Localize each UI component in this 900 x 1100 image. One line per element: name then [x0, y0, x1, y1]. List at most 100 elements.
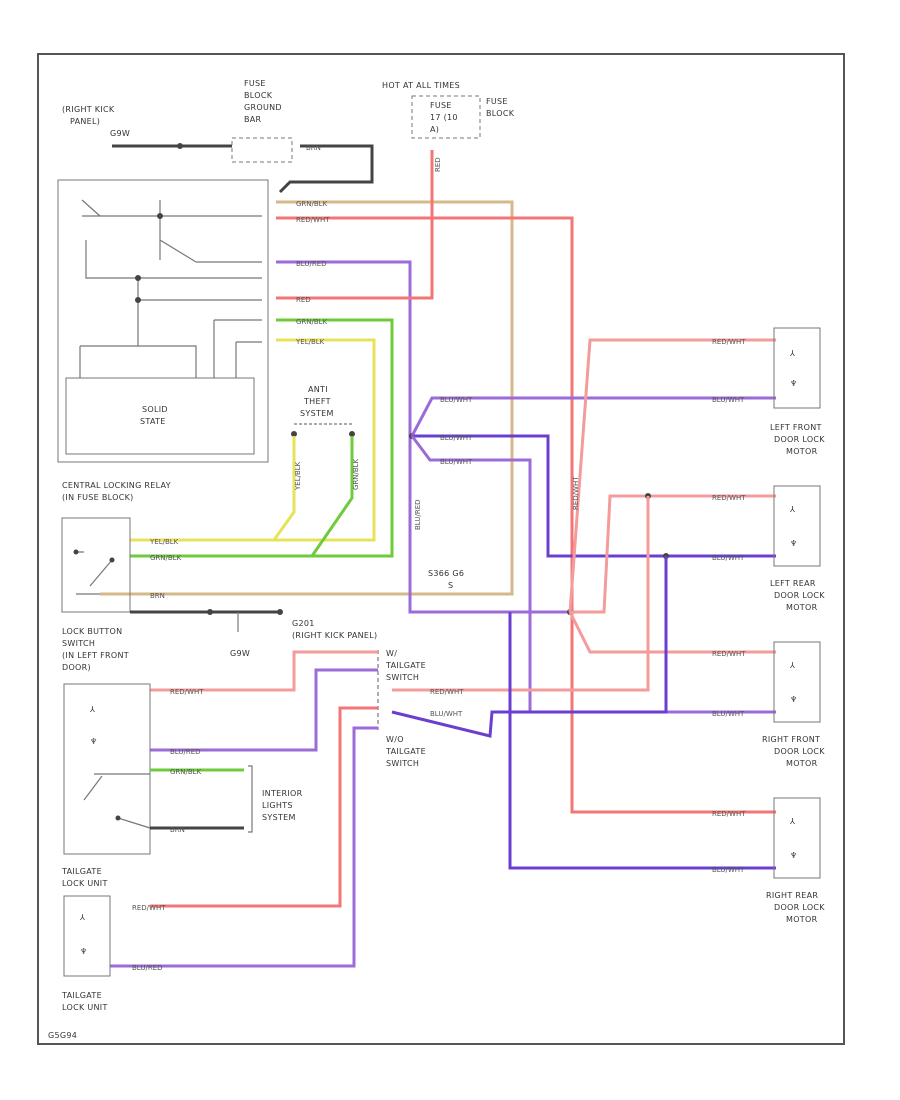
wire-label-grn-blk: GRN/BLK	[296, 200, 328, 208]
fuse-17-box	[411, 95, 481, 139]
rr-motor-symbol-2: ♆	[790, 851, 797, 860]
tg2-blu-label: BLU/RED	[132, 964, 163, 972]
anti-theft-label-3: SYSTEM	[300, 409, 334, 418]
tg-switch2-label-3: SWITCH	[386, 759, 419, 768]
solid-state-label-2: STATE	[140, 417, 166, 426]
hot-at-all-times-label: HOT AT ALL TIMES	[382, 81, 460, 90]
lr-motor-symbol-1: ⅄	[789, 505, 795, 514]
wire-red-wht-lf	[568, 338, 776, 613]
rf-red-label: RED/WHT	[712, 650, 746, 658]
tg2-blu-wire	[110, 726, 378, 968]
anti-theft-label-2: THEFT	[303, 397, 331, 406]
lr-red-label: RED/WHT	[712, 494, 746, 502]
wire-blu-red-lf	[410, 396, 776, 437]
wire-grn-blk	[130, 318, 394, 558]
tailgate-lock-unit-1: ⅄ ♆ RED/WHT BLU/RED GRN/BLK BRN INTERIOR…	[61, 683, 303, 888]
tailgate-lock-unit-2: ⅄ ♆ RED/WHT BLU/RED TAILGATE LOCK UNIT	[61, 895, 166, 1012]
wire-blu-wht-lr	[412, 434, 776, 558]
anti-theft-yel-wire	[272, 436, 296, 541]
fuse-17-label-1: FUSE	[430, 101, 452, 110]
lf-motor-symbol-2: ♆	[790, 379, 797, 388]
wire-label-yel-blk-v: YEL/BLK	[294, 461, 302, 491]
tg2-label-1: TAILGATE	[61, 991, 102, 1000]
fuse-block-ground-label-1: FUSE	[244, 79, 266, 88]
fuse-block-label-1: FUSE	[486, 97, 508, 106]
right-kick-panel-label-2: PANEL)	[70, 117, 100, 126]
fuse-17-label-3: A)	[430, 125, 439, 134]
g9-ground-label: G9W	[230, 649, 250, 658]
central-locking-relay-label-1: CENTRAL LOCKING RELAY	[62, 481, 171, 490]
tg-switch1-label-1: W/	[386, 649, 397, 658]
tg-switch2-label-1: W/O	[386, 735, 404, 744]
right-kick-panel-label-3: G9W	[110, 129, 130, 138]
tailgate-switch-area: G201 (RIGHT KICK PANEL) W/ TAILGATE SWIT…	[110, 619, 464, 968]
wire-label-blu-wht-1: BLU/WHT	[440, 396, 473, 404]
solid-state-label-1: SOLID	[142, 405, 168, 414]
wire-red-wht-rf	[568, 611, 776, 654]
wire-label-grn-blk-v: GRN/BLK	[352, 458, 360, 490]
lr-motor-symbol-2: ♆	[790, 539, 797, 548]
lbs-label-1: LOCK BUTTON	[62, 627, 122, 636]
lf-label-2: DOOR LOCK	[774, 435, 825, 444]
interior-lights-label-3: SYSTEM	[262, 813, 296, 822]
relay-internal-circuit	[79, 199, 262, 378]
lbs-label-2: SWITCH	[62, 639, 95, 648]
anti-theft-system: ANTI THEFT SYSTEM YEL/BLK GRN/BLK	[272, 385, 360, 557]
wire-label-blu-wht-2: BLU/WHT	[440, 434, 473, 442]
rf-motor-symbol-2: ♆	[790, 695, 797, 704]
interior-lights-label-2: LIGHTS	[262, 801, 293, 810]
tg1-brn-label: BRN	[170, 826, 185, 834]
rr-blu-label: BLU/WHT	[712, 866, 745, 874]
fuse-block-label-2: BLOCK	[486, 109, 515, 118]
splice-label-1: S366 G6	[428, 569, 464, 578]
tg2-symbol-2: ♆	[80, 947, 87, 956]
rr-motor-symbol-1: ⅄	[789, 817, 795, 826]
lf-red-label: RED/WHT	[712, 338, 746, 346]
tg2-red-wire	[150, 706, 378, 908]
wire-label-grn-blk-2: GRN/BLK	[296, 318, 328, 326]
wire-label-blu-red: BLU/RED	[296, 260, 327, 268]
wire-label-blu-wht-3: BLU/WHT	[440, 458, 473, 466]
lf-blu-label: BLU/WHT	[712, 396, 745, 404]
tg1-symbol-2: ♆	[90, 737, 97, 746]
wire-blu-wht-rf	[410, 435, 776, 714]
lf-motor-symbol-1: ⅄	[789, 349, 795, 358]
right-front-motor: ⅄ ♆ RED/WHT BLU/WHT RIGHT FRONT DOOR LOC…	[712, 641, 825, 768]
tg1-blu-label: BLU/RED	[170, 748, 201, 756]
interior-lights-label-1: INTERIOR	[262, 789, 303, 798]
anti-theft-grn-wire	[310, 436, 354, 557]
ground-wire-right	[278, 144, 374, 194]
right-rear-motor: ⅄ ♆ RED/WHT BLU/WHT RIGHT REAR DOOR LOCK…	[712, 797, 825, 924]
wire-label-red: RED	[296, 296, 311, 304]
tg-switch1-label-3: SWITCH	[386, 673, 419, 682]
central-locking-relay-label-2: (IN FUSE BLOCK)	[62, 493, 134, 502]
rf-motor-symbol-1: ⅄	[789, 661, 795, 670]
g201-label-1: G201	[292, 619, 315, 628]
fuse-block-ground-box	[231, 137, 293, 163]
wire-red-wht	[276, 216, 776, 814]
lbs-label-4: DOOR)	[62, 663, 91, 672]
rf-label-3: MOTOR	[786, 759, 818, 768]
central-locking-relay: SOLID STATE CENTRAL LOCKING RELAY (IN FU…	[57, 179, 269, 502]
lr-label-1: LEFT REAR	[770, 579, 816, 588]
wire-label-red-wht: RED/WHT	[296, 216, 330, 224]
tg-blu-wht-label: BLU/WHT	[430, 710, 463, 718]
lf-label-1: LEFT FRONT	[770, 423, 822, 432]
tg-switch1-label-2: TAILGATE	[385, 661, 426, 670]
lbs-yel-label: YEL/BLK	[149, 538, 179, 546]
fuse-block-ground-label-2: BLOCK	[244, 91, 273, 100]
rf-label-1: RIGHT FRONT	[762, 735, 820, 744]
lr-label-2: DOOR LOCK	[774, 591, 825, 600]
lr-label-3: MOTOR	[786, 603, 818, 612]
rr-label-3: MOTOR	[786, 915, 818, 924]
tg1-grn-label: GRN/BLK	[170, 768, 202, 776]
solid-state-box	[65, 377, 255, 455]
footer-code: G5G94	[48, 1031, 77, 1040]
fuse-block-ground-label-4: BAR	[244, 115, 262, 124]
wire-red-wht-lr	[570, 494, 776, 614]
rf-blu-label: BLU/WHT	[712, 710, 745, 718]
tg-red-wht-wire	[150, 650, 378, 692]
rf-label-2: DOOR LOCK	[774, 747, 825, 756]
tg2-label-2: LOCK UNIT	[62, 1003, 108, 1012]
